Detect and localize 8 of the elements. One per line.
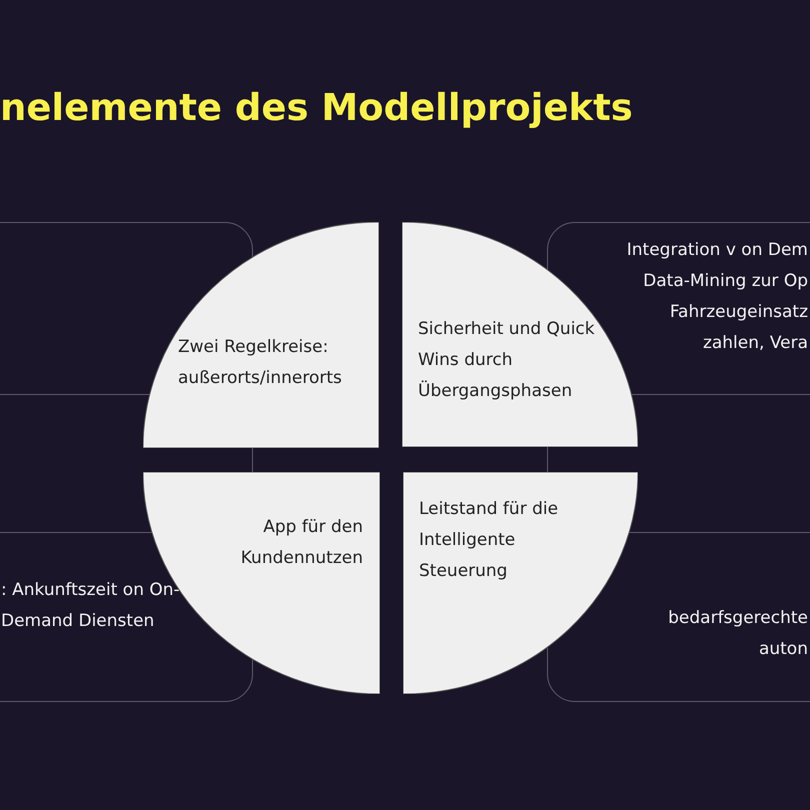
panel-text: bedarfsgerechte auton [667,607,808,661]
segment-label: Zwei Regelkreise: außerorts/innerorts [178,336,343,390]
segment-label: Leitstand für die Intelligente Steuerung [419,498,560,583]
panel-text: : Ankunftszeit on On-Demand Diensten [1,579,181,633]
segment-label: Sicherheit und Quick Wins durch Übergangsphasen [418,318,596,403]
slide-title: nelemente des Modellprojekts [0,86,633,129]
panel-text: Integration v on Dem Data-Mining zur Op Fahrzeugeinsatz zahlen, Vera [626,239,808,355]
segment-label: App für den Kundennutzen [240,516,363,570]
